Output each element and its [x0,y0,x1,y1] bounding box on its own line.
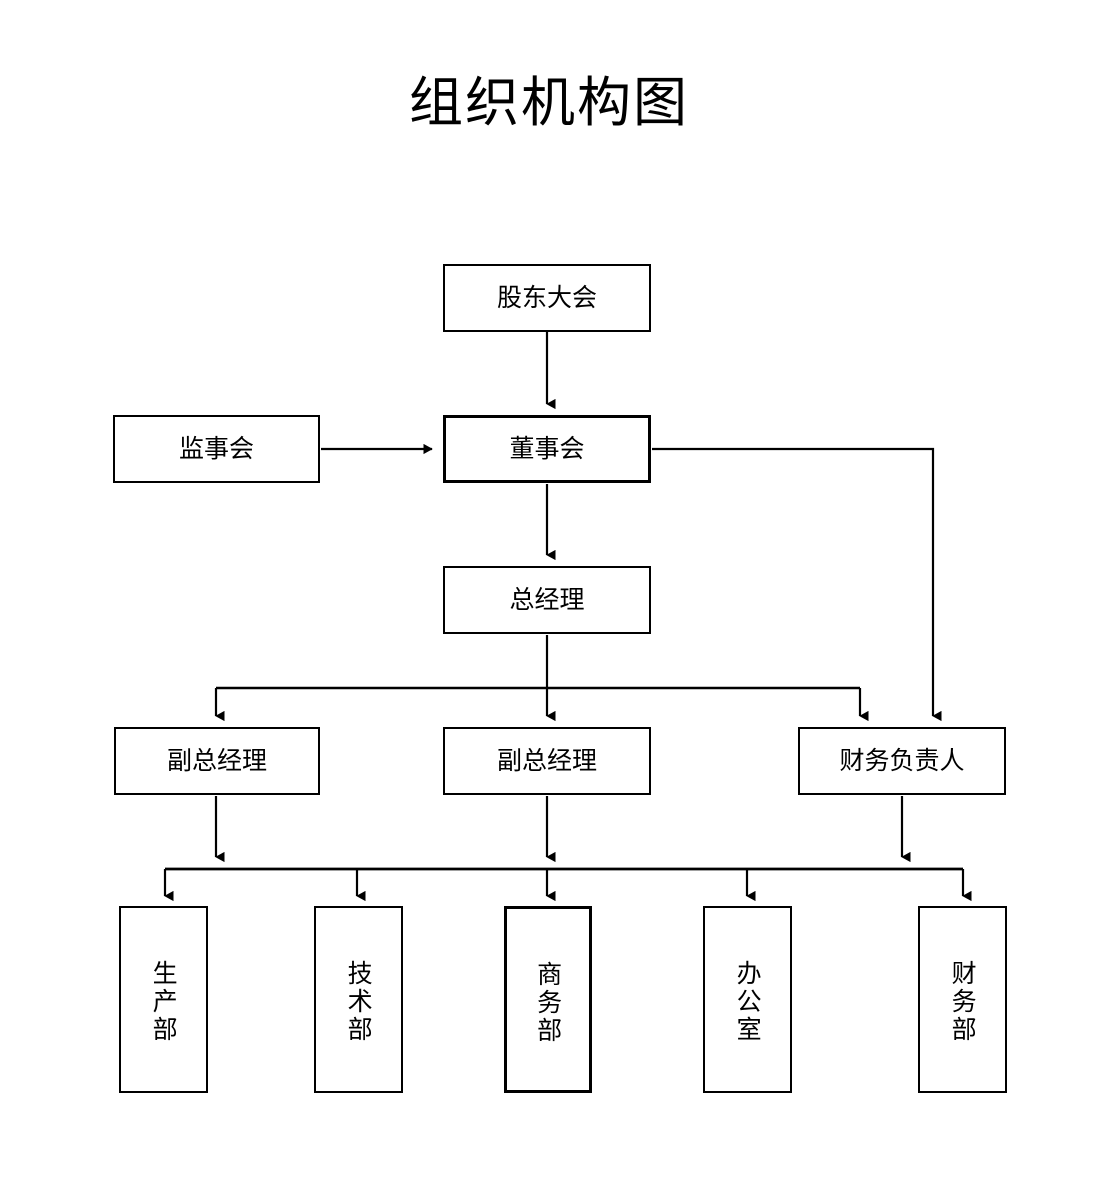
node-label-board-of-directors: 董事会 [509,434,585,464]
edge-board-cfo [652,447,942,722]
node-label-business-department: 商务部 [533,961,563,1045]
node-label-production-department: 生产部 [149,960,179,1044]
node-office[interactable]: 办公室 [703,906,792,1093]
node-shareholders[interactable]: 股东大会 [443,264,651,332]
node-technology-department[interactable]: 技术部 [314,906,403,1093]
node-label-deputy-general-manager-1: 副总经理 [166,746,267,776]
node-label-supervisors: 监事会 [178,434,254,464]
page-title: 组织机构图 [409,71,689,134]
node-general-manager[interactable]: 总经理 [443,566,651,634]
node-supervisors[interactable]: 监事会 [113,415,320,483]
node-label-shareholders: 股东大会 [496,283,597,313]
node-deputy-general-manager-2[interactable]: 副总经理 [443,727,651,795]
node-label-finance-department: 财务部 [948,960,978,1044]
node-label-general-manager: 总经理 [509,585,585,615]
node-financial-officer[interactable]: 财务负责人 [798,727,1006,795]
node-label-office: 办公室 [733,960,763,1044]
node-board-of-directors[interactable]: 董事会 [443,415,651,483]
node-label-deputy-general-manager-2: 副总经理 [496,746,597,776]
node-label-technology-department: 技术部 [344,960,374,1044]
node-business-department[interactable]: 商务部 [504,906,592,1093]
node-finance-department[interactable]: 财务部 [918,906,1007,1093]
node-deputy-general-manager-1[interactable]: 副总经理 [114,727,320,795]
node-label-financial-officer: 财务负责人 [839,746,965,776]
node-production-department[interactable]: 生产部 [119,906,208,1093]
